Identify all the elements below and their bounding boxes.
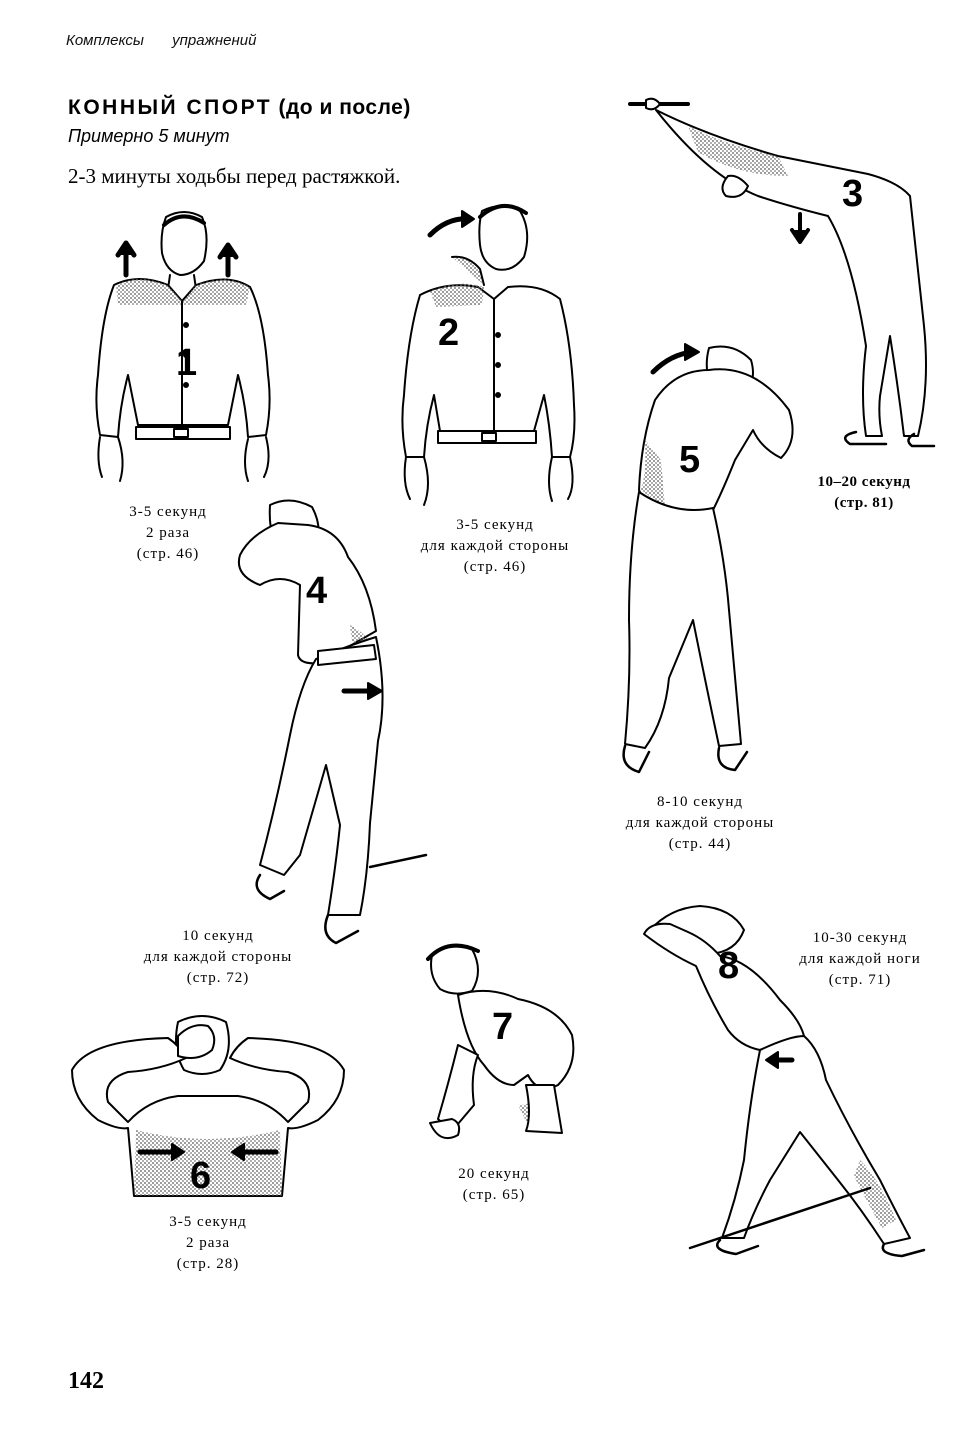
- running-head: Комплексы упражнений: [66, 32, 257, 49]
- exercise-6-number: 6: [190, 1155, 211, 1197]
- exercise-5-number: 5: [679, 439, 700, 481]
- exercise-7-caption: 20 секунд (стр. 65): [458, 1166, 530, 1203]
- exercise-3-illustration: 3: [628, 96, 938, 461]
- exercise-6-illustration: 6: [68, 1010, 348, 1200]
- page-number: 142: [68, 1368, 104, 1394]
- exercise-2-caption: 3-5 секунд для каждой стороны (стр. 46): [420, 517, 570, 575]
- exercise-3-number: 3: [842, 173, 863, 215]
- section-title-paren: (до и после): [278, 96, 411, 119]
- intro-text: 2-3 минуты ходьбы перед растяжкой.: [68, 164, 401, 188]
- exercise-8-illustration: 8: [640, 900, 930, 1260]
- exercise-7-number: 7: [492, 1006, 513, 1048]
- exercise-3-caption: 10–20 секунд (стр. 81): [817, 474, 911, 511]
- exercise-7-illustration: 7: [418, 935, 588, 1150]
- exercise-5-caption: 8-10 секунд для каждой стороны (стр. 44): [625, 794, 775, 852]
- exercise-4-number: 4: [306, 570, 327, 612]
- exercise-5-illustration: 5: [605, 340, 805, 780]
- exercise-6-caption: 3-5 секунд 2 раза (стр. 28): [169, 1214, 247, 1272]
- exercise-1-number: 1: [176, 342, 197, 384]
- exercise-1-illustration: 1: [78, 205, 288, 495]
- exercise-2-illustration: 2: [390, 195, 580, 515]
- exercise-4-illustration: 4: [220, 495, 430, 950]
- section-title: КОННЫЙ СПОРТ (до и после): [68, 96, 411, 120]
- exercise-2-number: 2: [438, 312, 459, 354]
- exercise-4-caption: 10 секунд для каждой стороны (стр. 72): [143, 928, 293, 986]
- exercise-1-caption: 3-5 секунд 2 раза (стр. 46): [129, 504, 207, 562]
- exercise-8-number: 8: [718, 945, 739, 987]
- exercise-8-caption: 10-30 секунд для каждой ноги (стр. 71): [799, 930, 921, 988]
- section-subtitle: Примерно 5 минут: [68, 126, 230, 146]
- section-title-main: КОННЫЙ СПОРТ: [68, 96, 273, 119]
